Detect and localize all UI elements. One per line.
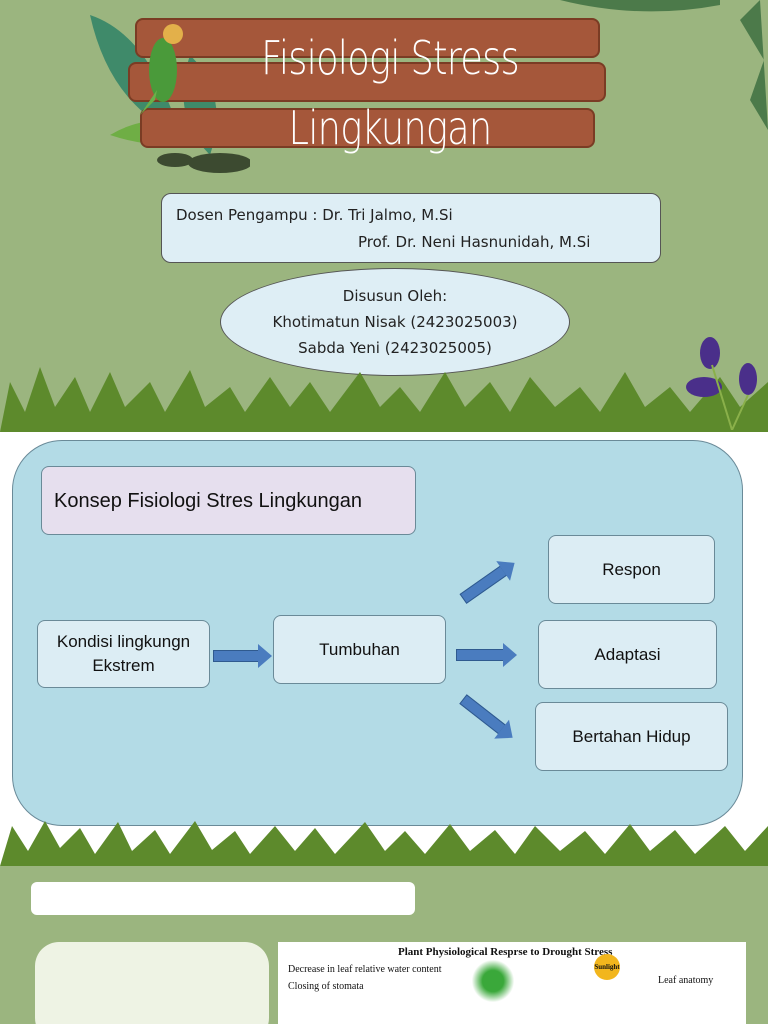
grass-border — [0, 367, 768, 432]
plant-icon — [468, 956, 518, 1006]
sun-icon: Sunlight — [594, 954, 620, 980]
title-bar — [31, 882, 415, 915]
wood-plank — [128, 62, 606, 102]
title-line-2: Lingkungan — [288, 101, 493, 155]
parrot-icon — [140, 24, 183, 115]
node-adaptasi: Adaptasi — [538, 620, 717, 689]
pine-branch-illustration — [560, 0, 720, 12]
wood-plank — [140, 108, 595, 148]
leaf-anatomy-label: Leaf anatomy — [658, 975, 714, 986]
grass-border — [0, 821, 768, 866]
author-1: Khotimatun Nisak (2423025003) — [272, 313, 518, 331]
node-respon: Respon — [548, 535, 715, 604]
node-tumbuhan: Tumbuhan — [273, 615, 446, 684]
authors-label: Disusun Oleh: — [342, 287, 448, 305]
pine-branch-illustration — [740, 0, 768, 130]
drought-slide: Plant Physiological Resprse to Drought S… — [0, 866, 768, 1024]
author-2: Sabda Yeni (2423025005) — [298, 339, 492, 357]
drought-figure: Plant Physiological Resprse to Drought S… — [278, 942, 746, 1024]
authors-ellipse: Disusun Oleh: Khotimatun Nisak (24230250… — [220, 268, 570, 376]
figure-item: Decrease in leaf relative water content — [288, 964, 442, 975]
node-source: Kondisi lingkungn Ekstrem — [37, 620, 210, 688]
lecturer-label: Dosen Pengampu : Dr. Tri Jalmo, M.Si — [176, 206, 453, 224]
lecturer-2: Prof. Dr. Neni Hasnunidah, M.Si — [358, 233, 591, 251]
wood-plank — [135, 18, 600, 58]
node-bertahan-hidup: Bertahan Hidup — [535, 702, 728, 771]
purple-flower-illustration — [686, 337, 757, 430]
text-panel — [35, 942, 269, 1024]
arrow-right — [456, 643, 517, 667]
figure-item: Closing of stomata — [288, 981, 364, 992]
figure-title: Plant Physiological Resprse to Drought S… — [398, 946, 613, 958]
title-line-1: Fisiologi Stress — [261, 31, 519, 85]
concept-slide: Konsep Fisiologi Stres Lingkungan Kondis… — [0, 433, 768, 866]
lecturer-box: Dosen Pengampu : Dr. Tri Jalmo, M.Si Pro… — [161, 193, 661, 263]
title-slide: Fisiologi Stress Lingkungan Dosen Pengam… — [0, 0, 768, 432]
concept-heading: Konsep Fisiologi Stres Lingkungan — [41, 466, 416, 535]
arrow-right — [213, 644, 272, 668]
